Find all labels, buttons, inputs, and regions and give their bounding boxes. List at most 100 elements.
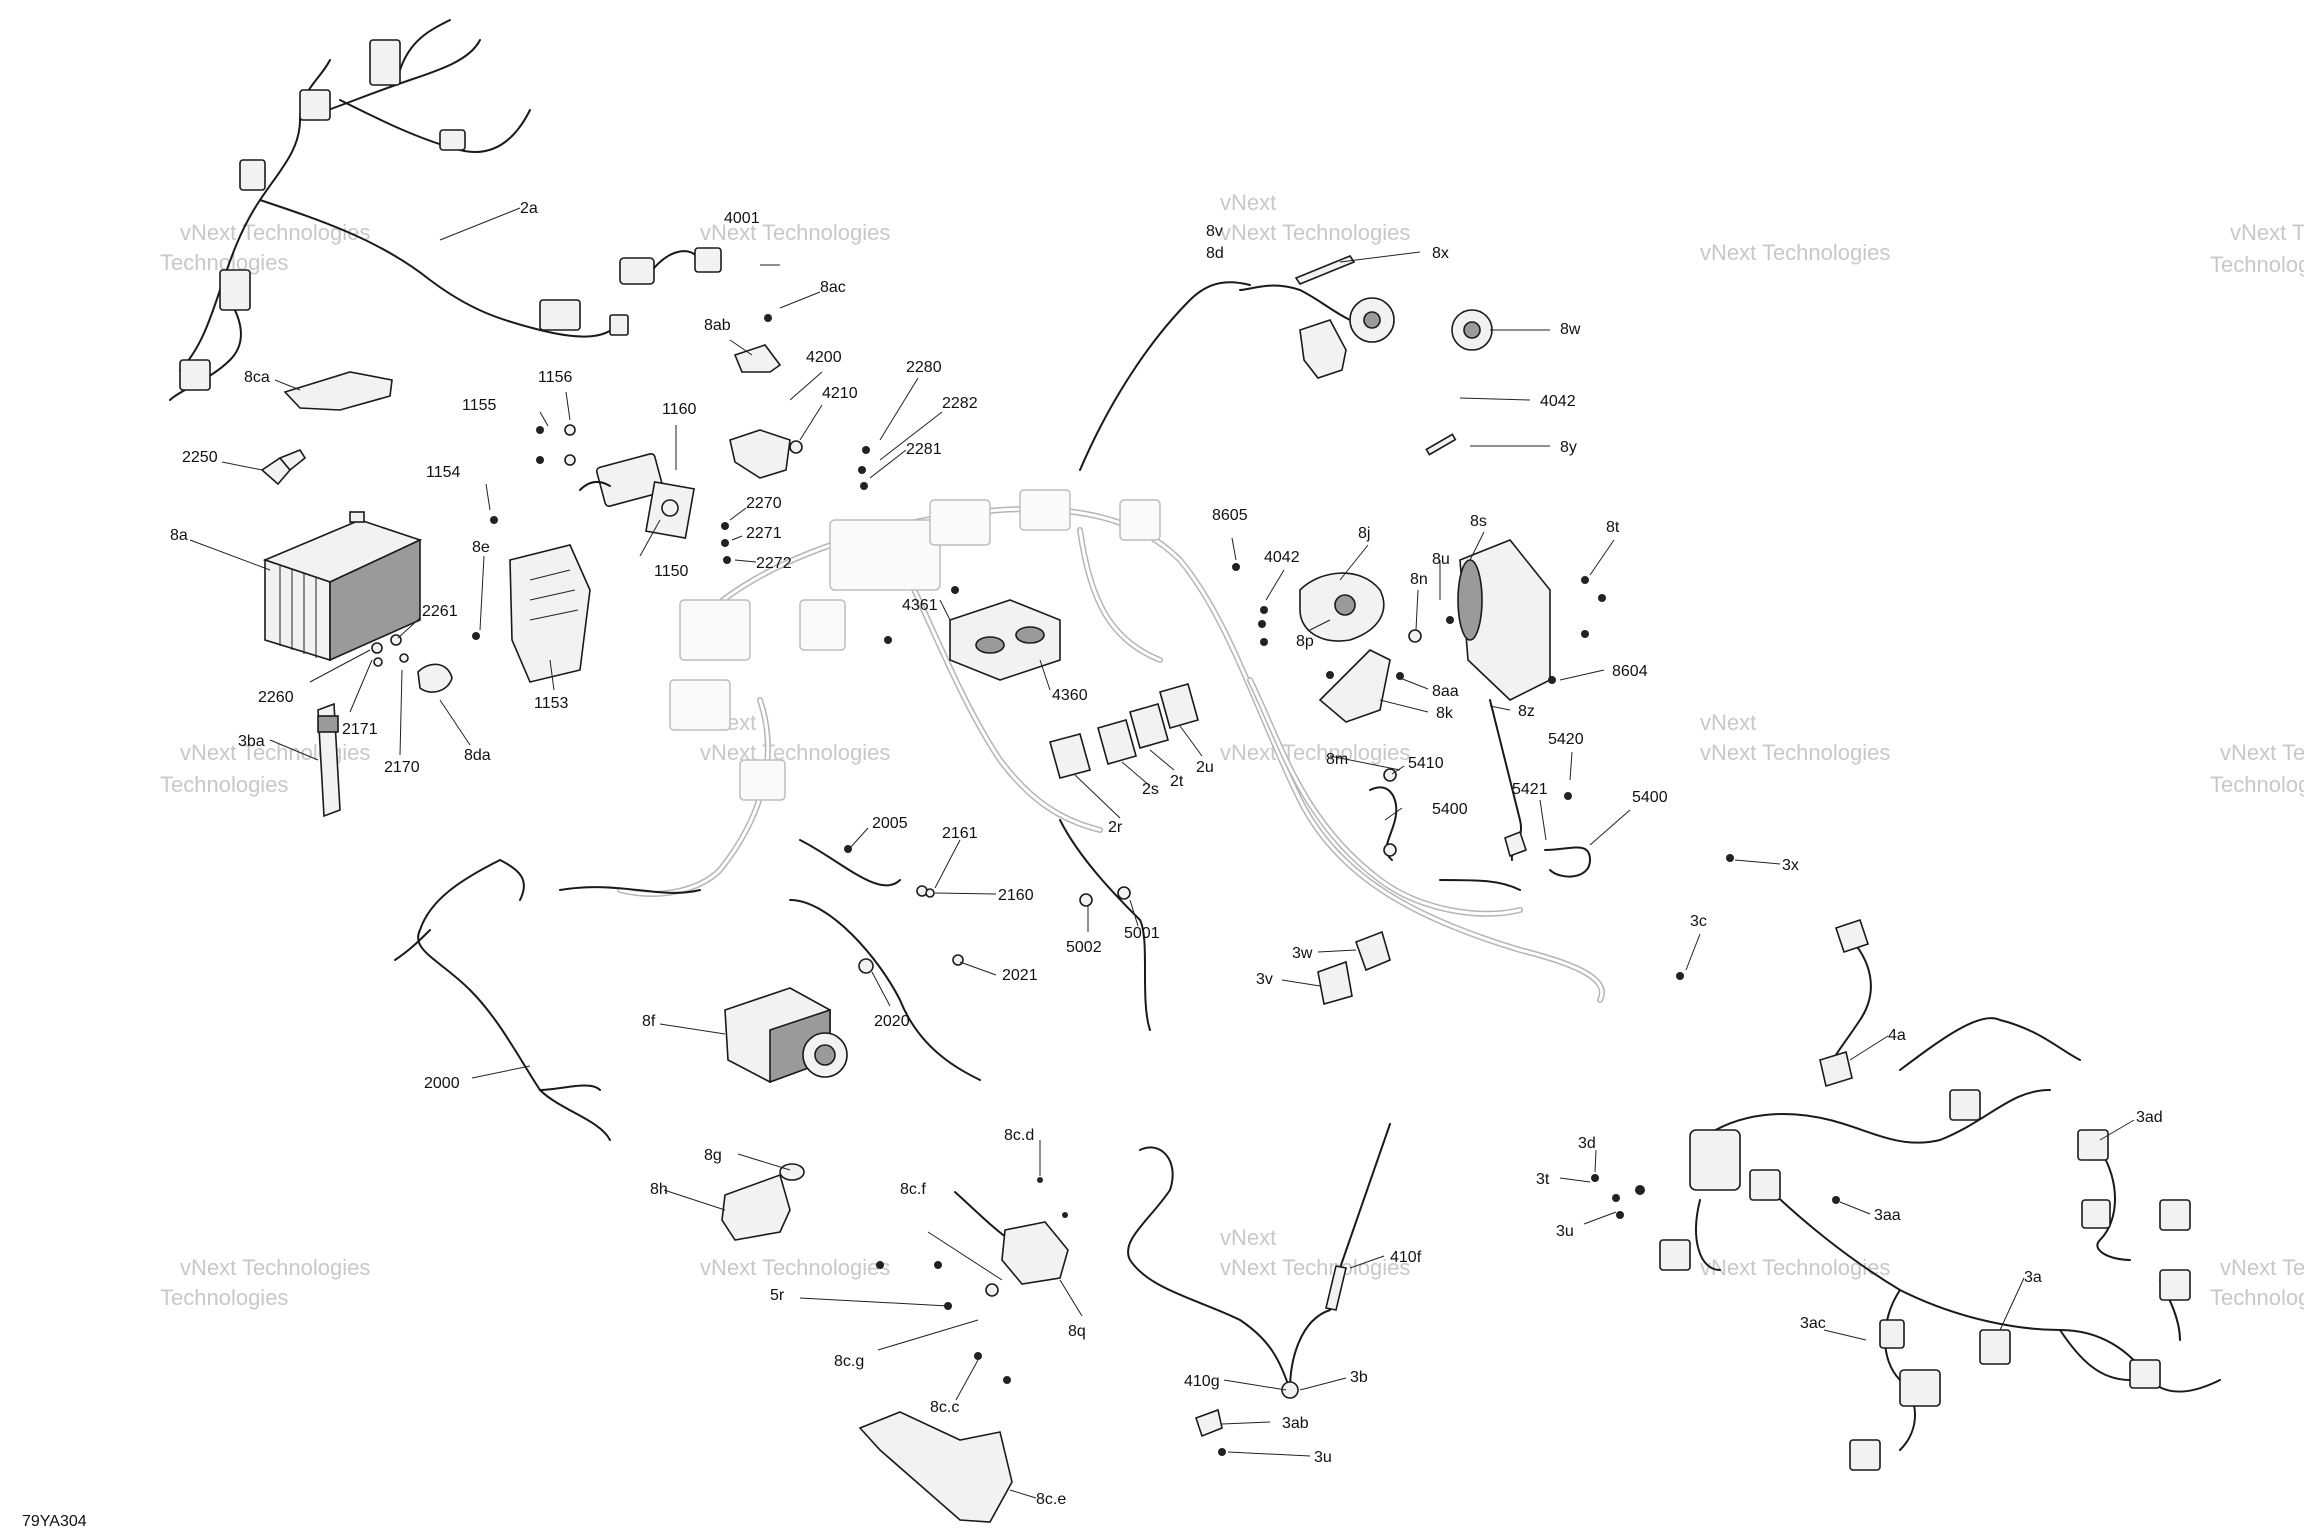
part-8k [1318,649,1391,723]
watermark-text: vNext Technologies [180,1255,370,1280]
callout-2280: 2280 [906,359,942,376]
callout-1153: 1153 [534,695,569,712]
callout-3ac: 3ac [1800,1315,1826,1332]
watermark-text: vNext Technologies [180,740,370,765]
part-8h [721,1173,791,1241]
part-3ba-strap [317,702,341,818]
callout-8z: 8z [1518,703,1535,720]
harness-3a [1659,1089,2221,1471]
part-410f [1127,1123,1391,1391]
part-5400 [1369,786,1591,878]
leader-lines [189,207,2135,1499]
callout-1155: 1155 [462,397,497,414]
watermark-text: vNext Technologies [1220,220,1410,245]
part-1153-fusebox [509,544,591,683]
part-2250 [260,449,307,486]
harness-4a [1819,918,2081,1088]
callout-2u: 2u [1196,759,1214,776]
callout-labels: 2a 4001 8ac 8ab 4200 4210 2280 2282 2281… [170,200,2163,1508]
callout-4042-lower: 4042 [1264,549,1300,566]
callout-8ab: 8ab [704,317,731,334]
callout-2281: 2281 [906,441,942,458]
callout-4a: 4a [1888,1027,1906,1044]
callout-8u: 8u [1432,551,1450,568]
watermark-text: Technologies [160,772,288,797]
callout-8605: 8605 [1212,507,1248,524]
callout-2161: 2161 [942,825,978,842]
callout-5420: 5420 [1548,731,1584,748]
callout-8cf: 8c.f [900,1181,926,1198]
callout-8p: 8p [1296,633,1314,650]
part-1150-relay [579,453,695,540]
callout-8aa: 8aa [1432,683,1459,700]
part-8z [1489,699,1528,861]
callout-8g: 8g [704,1147,722,1164]
watermark-text: vNext Technologies [700,740,890,765]
part-3w [1354,930,1391,972]
callout-410f: 410f [1390,1249,1422,1266]
callout-4001: 4001 [724,210,760,227]
part-8j [1299,572,1385,642]
callout-2005: 2005 [872,815,908,832]
part-8w [1451,309,1493,351]
watermark-text: vNext Technologies [2230,220,2304,245]
callout-8cd: 8c.d [1004,1127,1034,1144]
watermark-text: vNext Technologies [1700,240,1890,265]
main-harness-ghost [559,489,1605,1081]
part-8d [1079,281,1395,471]
watermark-layer: vNext Technologies Technologies vNext Te… [160,190,2304,1310]
callout-8cg: 8c.g [834,1353,864,1370]
part-4001 [619,247,722,285]
callout-8d: 8d [1206,245,1224,262]
callout-2a: 2a [520,200,538,217]
callout-8604: 8604 [1612,663,1648,680]
callout-3ba: 3ba [238,733,265,750]
part-4200 [729,429,791,479]
callout-8ce: 8c.e [1036,1491,1066,1508]
part-8s [1457,539,1551,701]
callout-3x: 3x [1782,857,1799,874]
callout-8ac: 8ac [820,279,846,296]
diagram-code: 79YA304 [22,1513,87,1530]
callout-3ad: 3ad [2136,1109,2163,1126]
watermark-text: vNext [1220,190,1276,215]
watermark-text: vNext Technologies [1700,740,1890,765]
callout-3v: 3v [1256,971,1273,988]
callout-8x: 8x [1432,245,1449,262]
callout-3u-right: 3u [1556,1223,1574,1240]
watermark-text: vNext [1220,1225,1276,1250]
callout-5001: 5001 [1124,925,1160,942]
callout-8n: 8n [1410,571,1428,588]
callout-2170: 2170 [384,759,420,776]
callout-8y: 8y [1560,439,1577,456]
callout-2261: 2261 [422,603,458,620]
callout-3a: 3a [2024,1269,2042,1286]
part-8ca [283,371,393,411]
harness-2000 [394,859,611,1141]
callout-5410: 5410 [1408,755,1444,772]
callout-5400-left: 5400 [1432,801,1468,818]
part-3v [1317,960,1353,1006]
callout-4361: 4361 [902,597,938,614]
callout-8j: 8j [1358,525,1370,542]
callout-8f: 8f [642,1013,656,1030]
part-8f-abs [724,987,848,1084]
callout-3w: 3w [1292,945,1313,962]
callout-1150: 1150 [654,563,689,580]
callout-8e: 8e [472,539,490,556]
watermark-text: vNext Technologies [1220,740,1410,765]
callout-3t: 3t [1536,1171,1550,1188]
callout-2271: 2271 [746,525,782,542]
callout-3u-bottom: 3u [1314,1449,1332,1466]
part-8y [1425,433,1457,456]
callout-4042-upper: 4042 [1540,393,1576,410]
watermark-text: Technologies [2210,1285,2304,1310]
callout-5002: 5002 [1066,939,1102,956]
callout-8cc: 8c.c [930,1399,959,1416]
watermark-text: vNext [1700,710,1756,735]
callout-3aa: 3aa [1874,1207,1901,1224]
part-3ab [1194,1408,1223,1438]
watermark-text: vNext Technologies [700,220,890,245]
watermark-text: vNext Technologies [2220,740,2304,765]
callout-5r: 5r [770,1287,785,1304]
